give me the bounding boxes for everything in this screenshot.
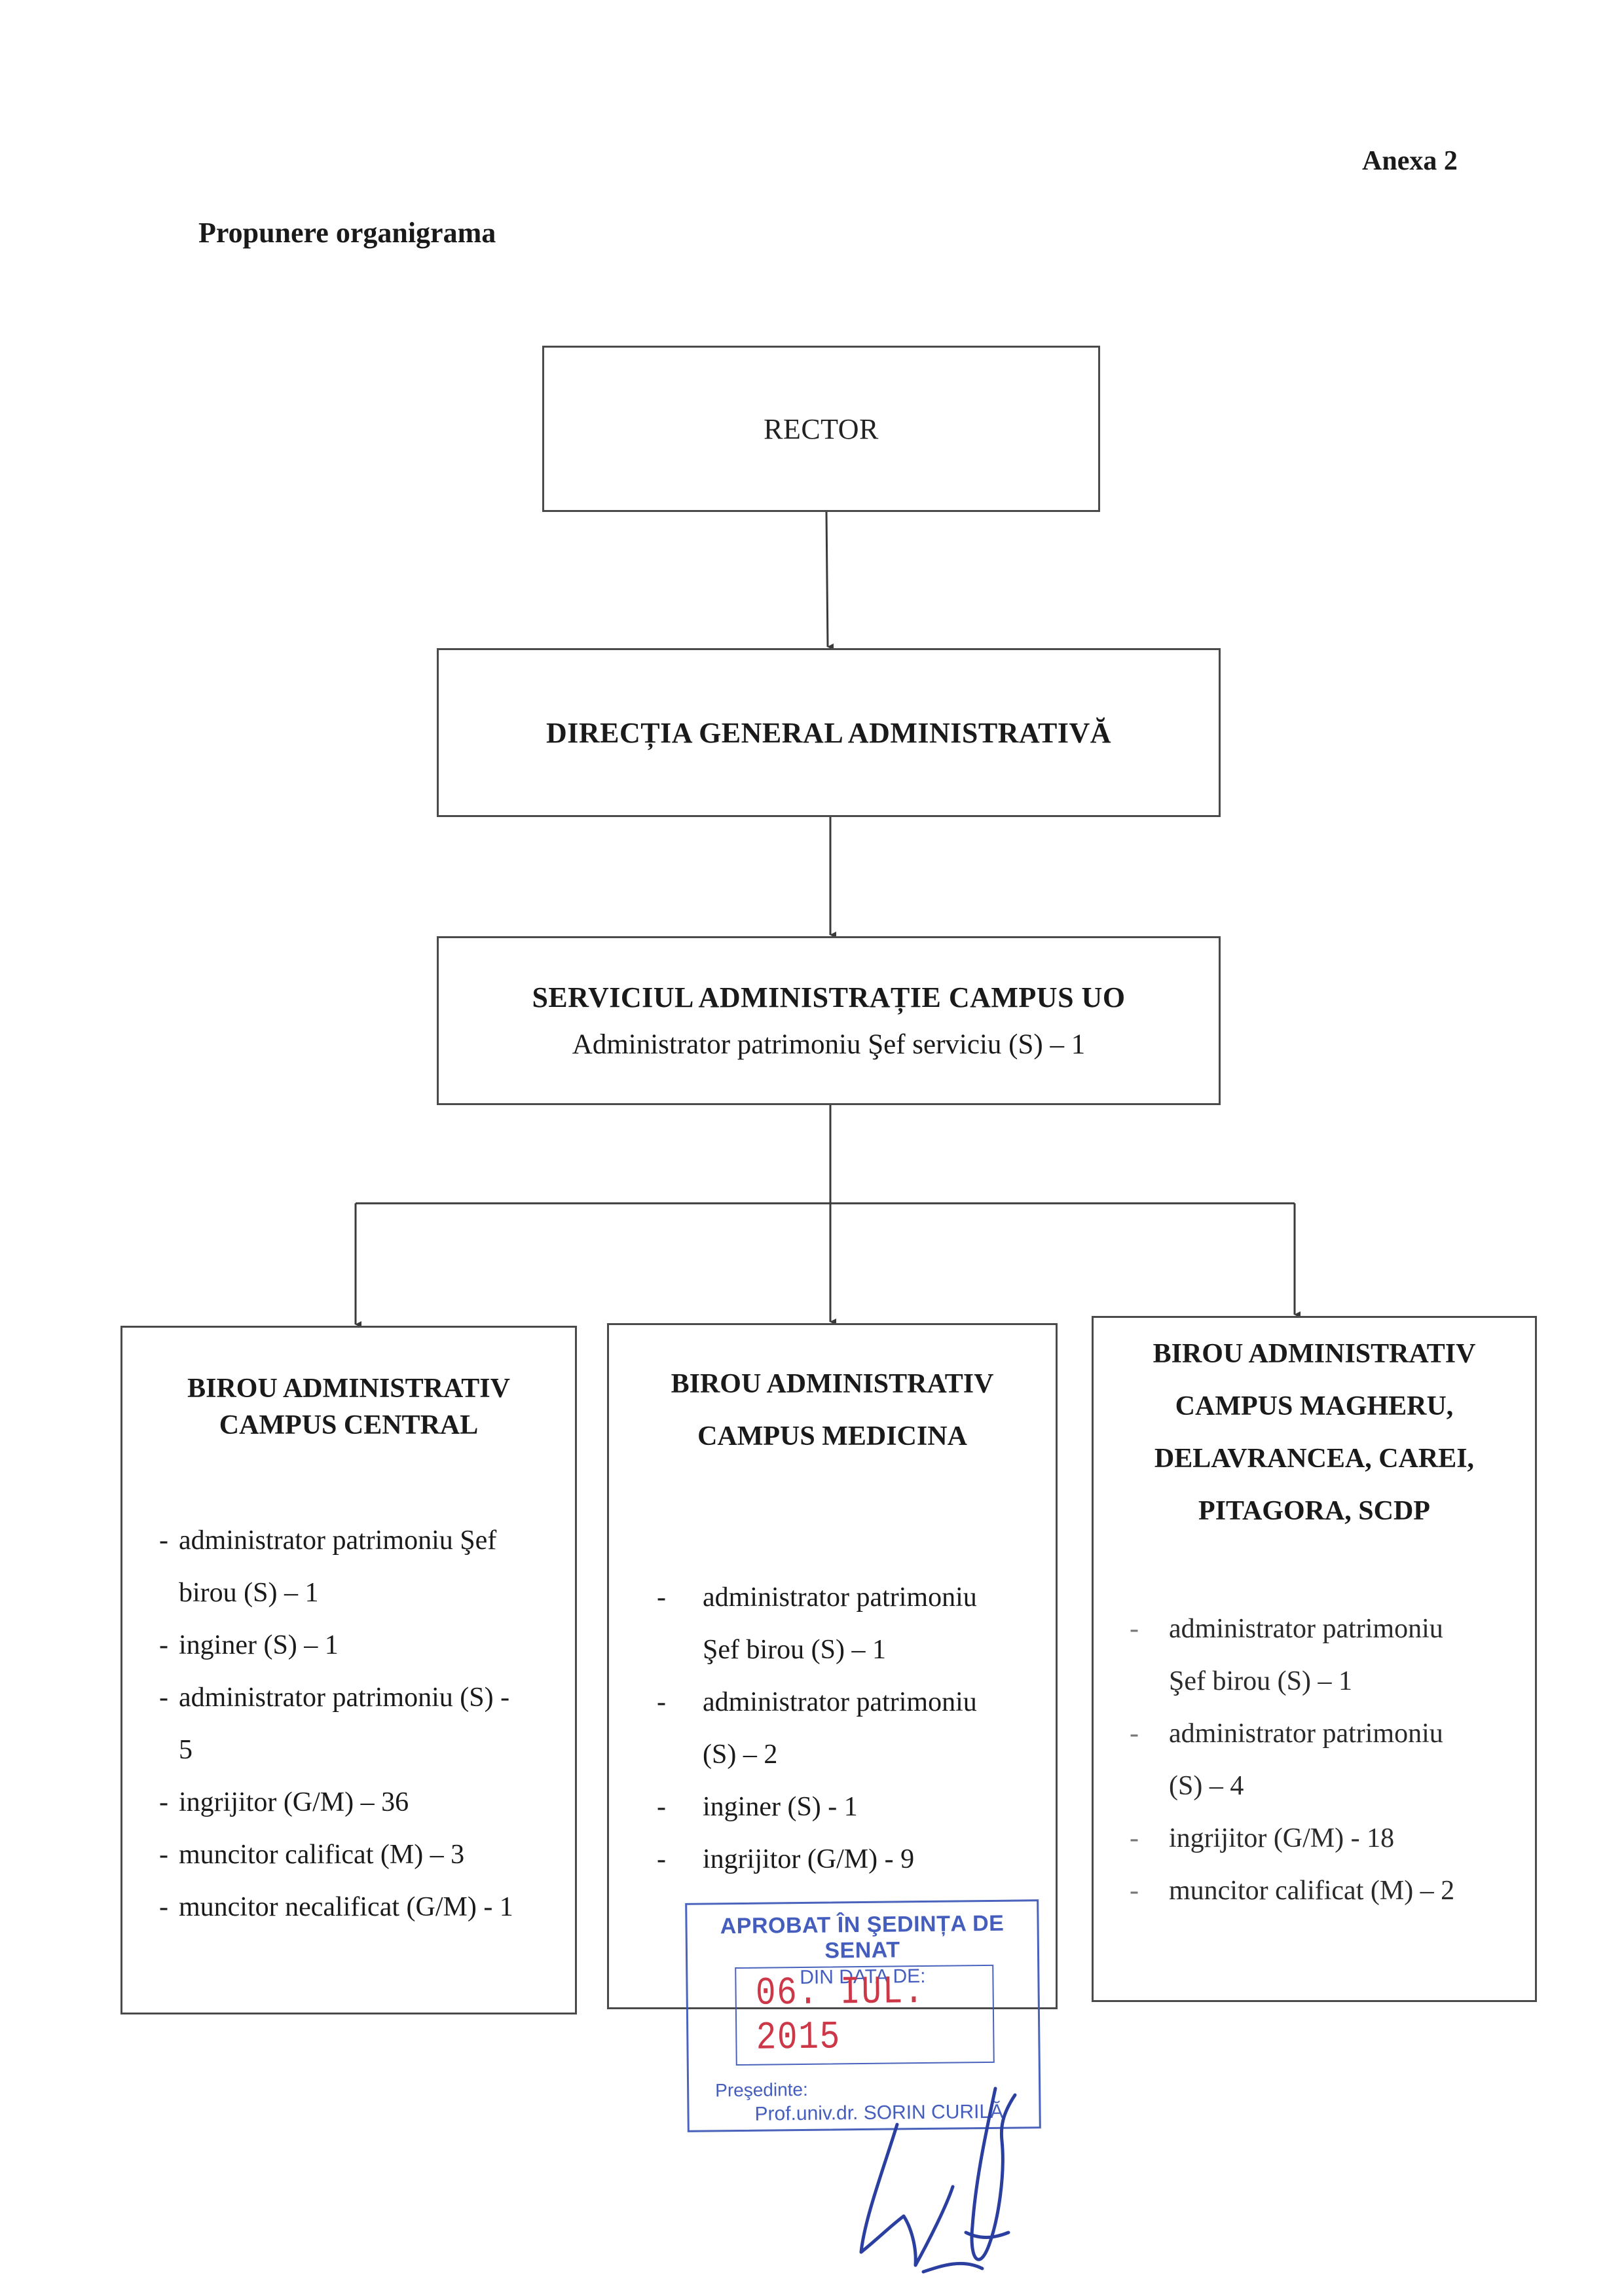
stamp-date-value: 06. IUL. 2015 (755, 1970, 925, 2061)
birou-central-title-line: CAMPUS CENTRAL (219, 1410, 479, 1440)
list-item: -administrator patrimoniu (1130, 1719, 1443, 1749)
list-item: 5 (179, 1735, 193, 1765)
serviciu-subtitle: Administrator patrimoniu Şef serviciu (S… (572, 1029, 1086, 1060)
list-item: -administrator patrimoniu (657, 1582, 977, 1613)
birou-magheru-box: BIROU ADMINISTRATIV CAMPUS MAGHERU, DELA… (1092, 1316, 1537, 2002)
birou-central-title-line: BIROU ADMINISTRATIV (187, 1374, 510, 1404)
rector-box: RECTOR (542, 346, 1100, 512)
birou-medicina-title: BIROU ADMINISTRATIV CAMPUS MEDICINA (609, 1358, 1056, 1463)
list-item: -muncitor calificat (M) – 3 (159, 1840, 465, 1870)
list-item: -administrator patrimoniu Şef (159, 1525, 497, 1556)
list-item: -ingrijitor (G/M) – 36 (159, 1787, 409, 1817)
rector-title: RECTOR (764, 412, 879, 445)
list-item: (S) – 4 (1169, 1771, 1244, 1801)
birou-central-list: -administrator patrimoniu Şef birou (S) … (122, 1514, 575, 1933)
list-item: -muncitor calificat (M) – 2 (1130, 1876, 1455, 1906)
list-item: -inginer (S) - 1 (657, 1792, 858, 1822)
serviciu-box: SERVICIUL ADMINISTRAȚIE CAMPUS UO Admini… (437, 936, 1221, 1105)
birou-magheru-title: BIROU ADMINISTRATIV CAMPUS MAGHERU, DELA… (1094, 1328, 1535, 1537)
list-item: Şef birou (S) – 1 (1169, 1666, 1352, 1696)
birou-medicina-box: BIROU ADMINISTRATIV CAMPUS MEDICINA -adm… (607, 1323, 1058, 2009)
connector-rector-dga (825, 511, 834, 650)
birou-magheru-title-line: CAMPUS MAGHERU, (1175, 1391, 1454, 1421)
birou-magheru-title-line: PITAGORA, SCDP (1198, 1496, 1430, 1526)
stamp-president-label: Preşedinte: (715, 2079, 808, 2101)
list-item: -administrator patrimoniu (1130, 1614, 1443, 1644)
stamp-approved-text: APROBAT ÎN ŞEDINȚA DE SENAT (720, 1910, 1005, 1963)
birou-magheru-title-line: BIROU ADMINISTRATIV (1153, 1339, 1476, 1369)
birou-medicina-list: -administrator patrimoniu Şef birou (S) … (609, 1571, 1056, 1886)
directia-box: DIRECȚIA GENERAL ADMINISTRATIVĂ (437, 648, 1221, 817)
birou-magheru-list: -administrator patrimoniu Şef birou (S) … (1094, 1603, 1535, 1917)
list-item: (S) – 2 (703, 1740, 778, 1770)
stamp-date-box: 06. IUL. 2015 (735, 1964, 995, 2066)
birou-medicina-title-line: BIROU ADMINISTRATIV (671, 1369, 994, 1399)
list-item: -ingrijitor (G/M) - 9 (657, 1844, 915, 1874)
birou-medicina-title-line: CAMPUS MEDICINA (697, 1421, 967, 1451)
list-item: -administrator patrimoniu (657, 1687, 977, 1717)
handwritten-signature (859, 2086, 1017, 2274)
list-item: -administrator patrimoniu (S) - (159, 1683, 510, 1713)
serviciu-title: SERVICIUL ADMINISTRAȚIE CAMPUS UO (532, 981, 1126, 1013)
list-item: -ingrijitor (G/M) - 18 (1130, 1823, 1395, 1853)
list-item: -inginer (S) – 1 (159, 1630, 339, 1660)
directia-title: DIRECȚIA GENERAL ADMINISTRATIVĂ (545, 716, 1112, 749)
birou-central-title: BIROU ADMINISTRATIV CAMPUS CENTRAL (122, 1370, 575, 1444)
list-item: Şef birou (S) – 1 (703, 1635, 886, 1665)
list-item: birou (S) – 1 (179, 1578, 319, 1608)
list-item: -muncitor necalificat (G/M) - 1 (159, 1892, 513, 1922)
annex-label: Anexa 2 (1362, 146, 1458, 176)
birou-central-box: BIROU ADMINISTRATIV CAMPUS CENTRAL -admi… (120, 1326, 577, 2014)
birou-magheru-title-line: DELAVRANCEA, CAREI, (1154, 1444, 1475, 1474)
document-title: Propunere organigrama (198, 217, 496, 249)
